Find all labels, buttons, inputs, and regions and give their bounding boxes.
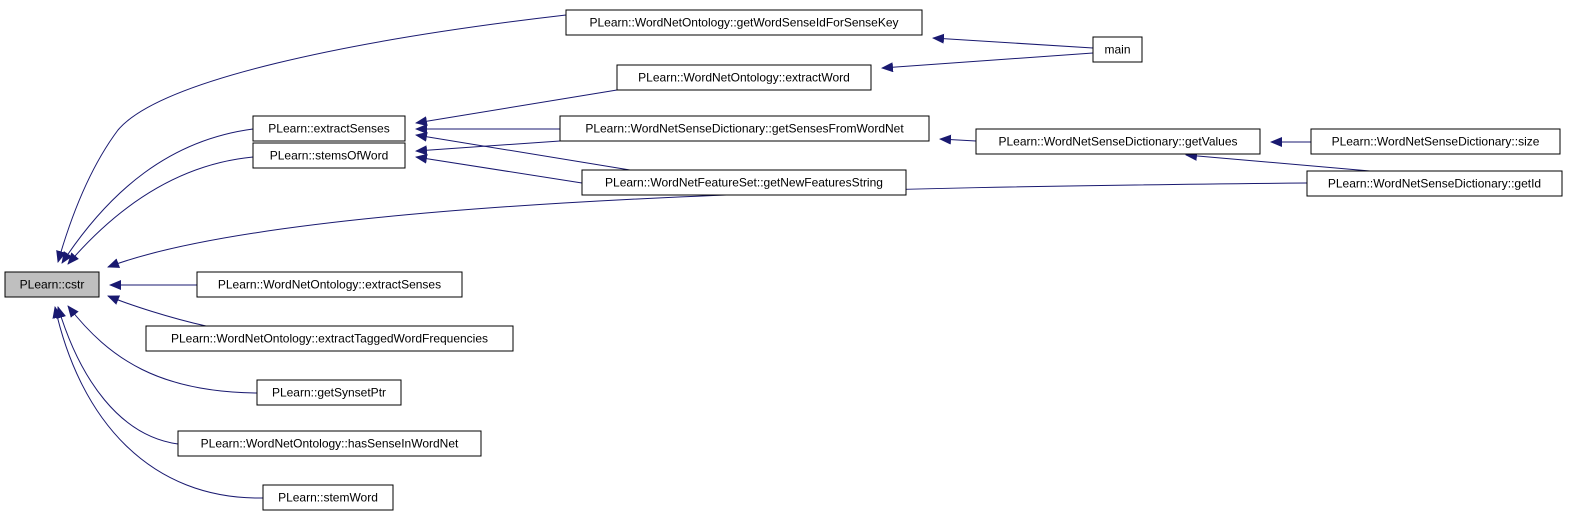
node-box [196,271,463,298]
node-label: PLearn::WordNetFeatureSet::getNewFeature… [605,176,883,190]
node-getNewFeaturesString[interactable]: PLearn::WordNetFeatureSet::getNewFeature… [581,169,907,196]
node-label: PLearn::stemsOfWord [270,149,389,163]
node-cstr[interactable]: PLearn::cstr [4,271,100,298]
edge-line [415,131,631,171]
edge-line [415,140,561,156]
edge-stemsOfWord-to-cstr [67,156,254,265]
node-label: PLearn::WordNetOntology::getWordSenseIdF… [589,16,898,30]
node-label: PLearn::WordNetSenseDictionary::getSense… [585,122,904,136]
node-box [145,325,514,352]
edge-getSensesFromWordNet-to-stemsOfWord [415,140,561,156]
node-label: PLearn::stemWord [278,491,378,505]
node-main[interactable]: main [1092,36,1143,63]
node-label: PLearn::WordNetSenseDictionary::getId [1328,177,1541,191]
edge-getValues-to-getSensesFromWordNet [939,134,977,145]
edge-line [415,153,583,184]
node-box [177,430,482,457]
edge-line [52,306,264,499]
edge-line [881,52,1094,73]
node-box [4,271,100,298]
node-box [1310,128,1561,155]
edge-extractTaggedWordFrequencies-to-cstr [107,295,207,327]
node-extractWord[interactable]: PLearn::WordNetOntology::extractWord [616,64,872,91]
nodes-layer: PLearn::cstr PLearn::WordNetOntology::get… [4,9,1563,511]
edge-line [1185,150,1371,172]
edge-main-to-getWordSenseIdForSenseKey [932,33,1094,49]
node-label: PLearn::WordNetOntology::extractSenses [218,278,441,292]
node-getSensesFromWordNet[interactable]: PLearn::WordNetSenseDictionary::getSense… [559,115,930,142]
node-extractSenses[interactable]: PLearn::extractSenses [252,115,406,142]
edges-layer [52,14,1371,499]
edge-line [56,306,179,445]
edge-line [107,295,207,327]
node-box [252,115,406,142]
node-stemWord[interactable]: PLearn::stemWord [262,484,394,511]
node-box [975,128,1261,155]
edge-line [67,305,258,394]
edge-line [939,134,977,145]
node-box [252,142,406,169]
edge-line [107,182,1308,268]
edge-getId-to-getValues [1185,150,1371,172]
node-size[interactable]: PLearn::WordNetSenseDictionary::size [1310,128,1561,155]
node-label: main [1104,43,1130,57]
node-getValues[interactable]: PLearn::WordNetSenseDictionary::getValue… [975,128,1261,155]
edge-line [56,14,567,263]
node-label: PLearn::getSynsetPtr [272,386,386,400]
edge-getWordSenseIdForSenseKey-to-cstr [56,14,567,263]
node-box [616,64,872,91]
edge-getId-to-cstr [107,182,1308,268]
node-label: PLearn::WordNetOntology::hasSenseInWordN… [201,437,459,451]
edge-line [932,33,1094,49]
edge-stemWord-to-cstr [52,306,264,499]
edge-extractWord-to-extractSenses [415,89,618,127]
edge-main-to-extractWord [881,52,1094,73]
node-box [559,115,930,142]
node-label: PLearn::cstr [20,278,85,292]
node-box [262,484,394,511]
node-box [581,169,907,196]
edge-line [61,128,254,264]
node-box [565,9,923,36]
node-stemsOfWord[interactable]: PLearn::stemsOfWord [252,142,406,169]
node-label: PLearn::WordNetSenseDictionary::size [1332,135,1540,149]
node-getId[interactable]: PLearn::WordNetSenseDictionary::getId [1306,170,1563,197]
node-label: PLearn::extractSenses [268,122,389,136]
node-ontExtractSenses[interactable]: PLearn::WordNetOntology::extractSenses [196,271,463,298]
node-box [1306,170,1563,197]
node-getSynsetPtr[interactable]: PLearn::getSynsetPtr [256,379,402,406]
edge-getSynsetPtr-to-cstr [67,305,258,394]
edge-getNewFeaturesString-to-extractSenses [415,131,631,171]
node-extractTaggedWordFrequencies[interactable]: PLearn::WordNetOntology::extractTaggedWo… [145,325,514,352]
edge-hasSenseInWordNet-to-cstr [56,306,179,445]
node-label: PLearn::WordNetOntology::extractTaggedWo… [171,332,488,346]
node-label: PLearn::WordNetSenseDictionary::getValue… [998,135,1237,149]
node-hasSenseInWordNet[interactable]: PLearn::WordNetOntology::hasSenseInWordN… [177,430,482,457]
node-label: PLearn::WordNetOntology::extractWord [638,71,850,85]
edge-getNewFeaturesString-to-stemsOfWord [415,153,583,184]
node-box [256,379,402,406]
edge-line [67,156,254,265]
node-getWordSenseIdForSenseKey[interactable]: PLearn::WordNetOntology::getWordSenseIdF… [565,9,923,36]
edge-extractSenses-to-cstr [61,128,254,264]
edge-line [415,89,618,127]
node-box [1092,36,1143,63]
